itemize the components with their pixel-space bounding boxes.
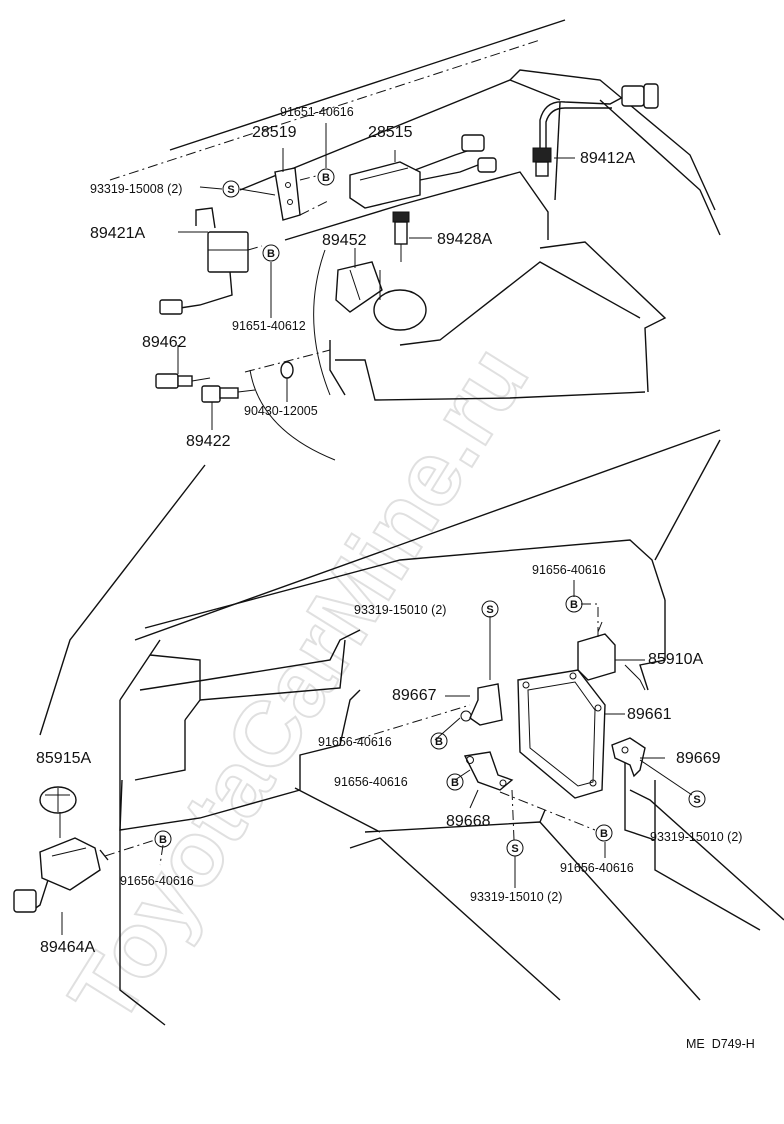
bracket-89668 [463,751,514,791]
badge-s-93319-15008: S [222,180,240,198]
badge-b-91656-40616-left: B [154,830,172,848]
svg-text:S: S [486,604,493,616]
lower-leader-lines [59,580,693,935]
oxygen-sensor-89412A [532,83,659,177]
watermark: ToyotaCarMine.ru [50,329,547,1041]
svg-text:S: S [511,843,518,855]
label-85910A: 85910A [648,651,703,668]
label-89661: 89661 [627,706,672,723]
bracket-89667 [460,683,503,726]
label-89452: 89452 [322,232,367,249]
sensor-89421A [159,207,263,315]
badge-b-91656-40616-mid: B [430,732,448,750]
badge-b-91656-40616-right: B [595,824,613,842]
svg-text:B: B [451,777,459,789]
svg-text:S: S [693,794,700,806]
svg-text:B: B [570,599,578,611]
label-91651-40616: 91651-40616 [280,105,354,119]
label-93319-15008: 93319-15008 (2) [90,182,182,196]
bracket-89669 [611,737,646,778]
sensor-89464A [13,837,109,913]
relay-85910A [577,621,616,681]
label-89464A: 89464A [40,939,95,956]
label-89669: 89669 [676,750,721,767]
label-93319-15010-top: 93319-15010 (2) [354,603,446,617]
badge-b-91656-40616-low: B [446,773,464,791]
badge-b-91651-40616: B [317,168,335,186]
label-93319-15010-bottom: 93319-15010 (2) [470,890,562,904]
badge-b-91656-40616-top: B [565,595,583,613]
svg-text:B: B [267,248,275,260]
switch-89462 [155,373,211,389]
label-89428A: 89428A [437,231,492,248]
svg-text:S: S [227,184,234,196]
sensor-89452 [335,261,427,331]
engine-bay-outline [109,19,721,461]
gasket-90430-12005 [280,361,294,379]
label-89668: 89668 [446,813,491,830]
label-93319-15010-right: 93319-15010 (2) [650,830,742,844]
badge-s-93319-15010-bottom: S [506,839,524,857]
label-89667: 89667 [392,687,437,704]
sensor-89428A [392,211,410,262]
badge-s-93319-15010-right: S [688,790,706,808]
label-89462: 89462 [142,334,187,351]
badge-b-91651-40612: B [262,244,280,262]
label-91651-40612: 91651-40612 [232,319,306,333]
label-91656-40616-right: 91656-40616 [560,861,634,875]
label-28515: 28515 [368,124,413,141]
diagram-code: ME D749-H [686,1037,755,1051]
dashboard-outline [39,429,784,1026]
svg-text:B: B [435,736,443,748]
label-91656-40616-mid: 91656-40616 [318,735,392,749]
svg-text:B: B [322,172,330,184]
ecu-89661 [517,669,606,799]
label-28519: 28519 [252,124,297,141]
upper-leader-lines [177,123,575,430]
label-90430-12005: 90430-12005 [244,404,318,418]
svg-text:B: B [600,828,608,840]
label-89421A: 89421A [90,225,145,242]
label-91656-40616-low: 91656-40616 [334,775,408,789]
label-89412A: 89412A [580,150,635,167]
badge-s-93319-15010-top: S [481,600,499,618]
label-91656-40616-top: 91656-40616 [532,563,606,577]
resistor-28515 [349,134,497,209]
bracket-28519 [274,167,317,221]
switch-89422 [201,385,256,403]
label-89422: 89422 [186,433,231,450]
connector-85915A [39,786,77,814]
svg-text:B: B [159,834,167,846]
label-91656-40616-left: 91656-40616 [120,874,194,888]
label-85915A: 85915A [36,750,91,767]
